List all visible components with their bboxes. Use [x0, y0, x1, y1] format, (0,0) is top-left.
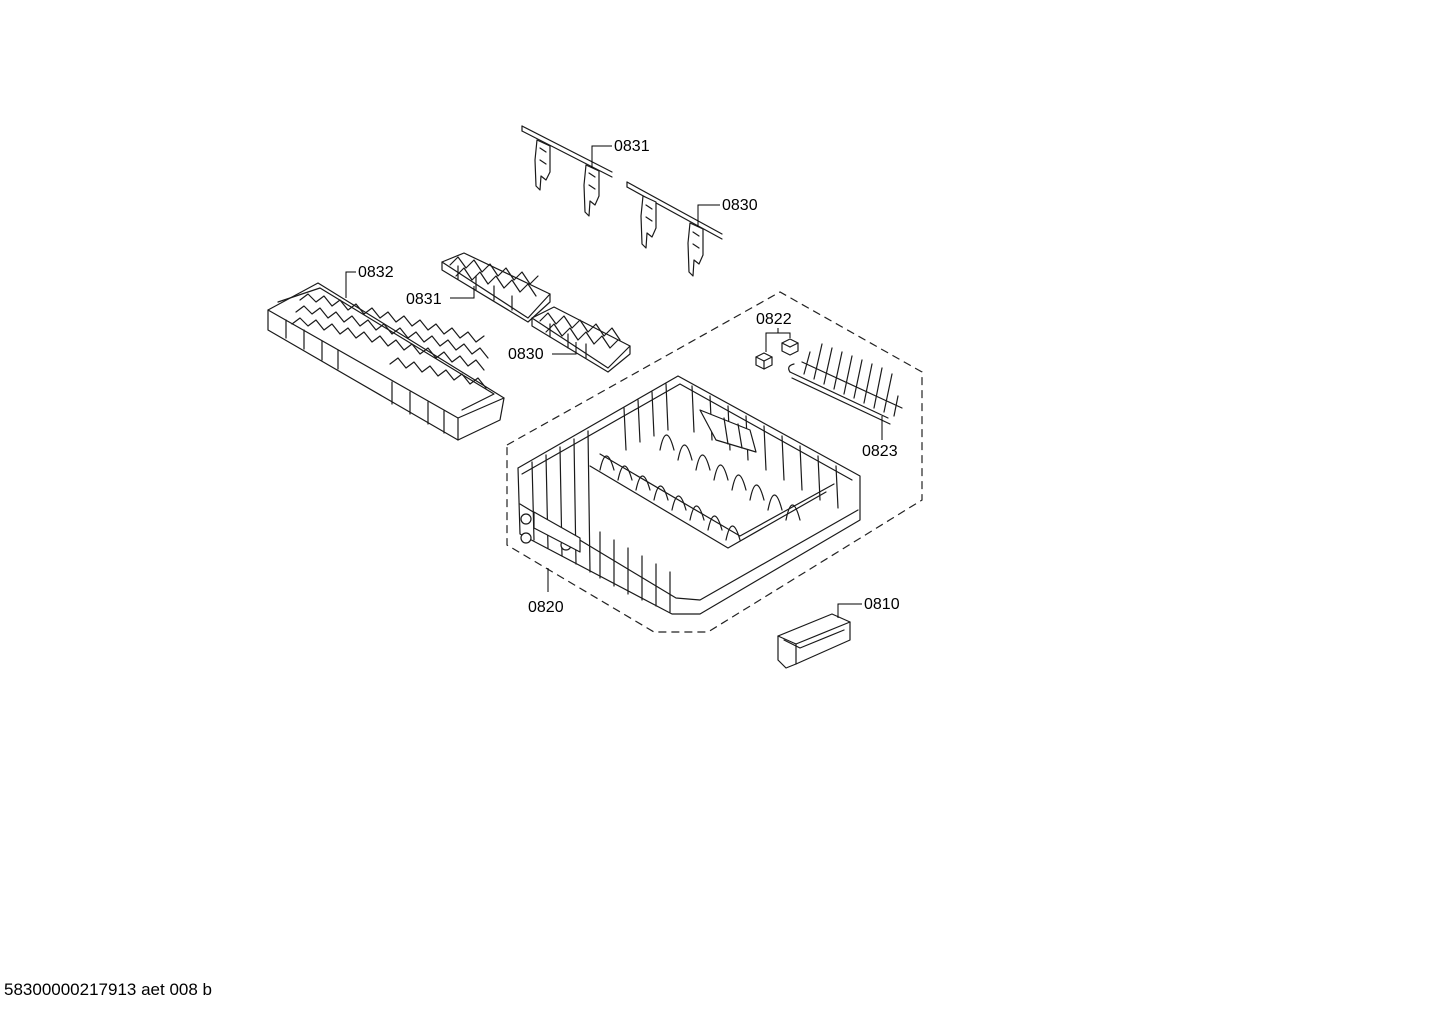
- callout-0831-mid: 0831: [406, 291, 442, 308]
- part-0831-tine-insert[interactable]: [441, 252, 551, 323]
- part-0831-top-rail[interactable]: [521, 125, 613, 217]
- part-0830-top-rail[interactable]: [626, 181, 723, 277]
- part-0823-tine-row[interactable]: [788, 343, 903, 425]
- assembly-boundary: [506, 291, 923, 633]
- part-0832-cutlery-tray[interactable]: [267, 282, 505, 441]
- callout-0822: 0822: [756, 311, 792, 328]
- callout-0823: 0823: [862, 443, 898, 460]
- callout-0820: 0820: [528, 599, 564, 616]
- part-0822-clips[interactable]: [755, 338, 799, 370]
- callout-0810: 0810: [864, 596, 900, 613]
- drawing-reference-code: 58300000217913 aet 008 b: [4, 980, 212, 999]
- part-0820-upper-basket[interactable]: [517, 375, 861, 615]
- callout-0832: 0832: [358, 264, 394, 281]
- part-0810-holder[interactable]: [777, 613, 851, 669]
- callout-0830-mid: 0830: [508, 346, 544, 363]
- part-0830-tine-insert[interactable]: [531, 306, 631, 373]
- callout-0831-top: 0831: [614, 138, 650, 155]
- callout-0830-top: 0830: [722, 197, 758, 214]
